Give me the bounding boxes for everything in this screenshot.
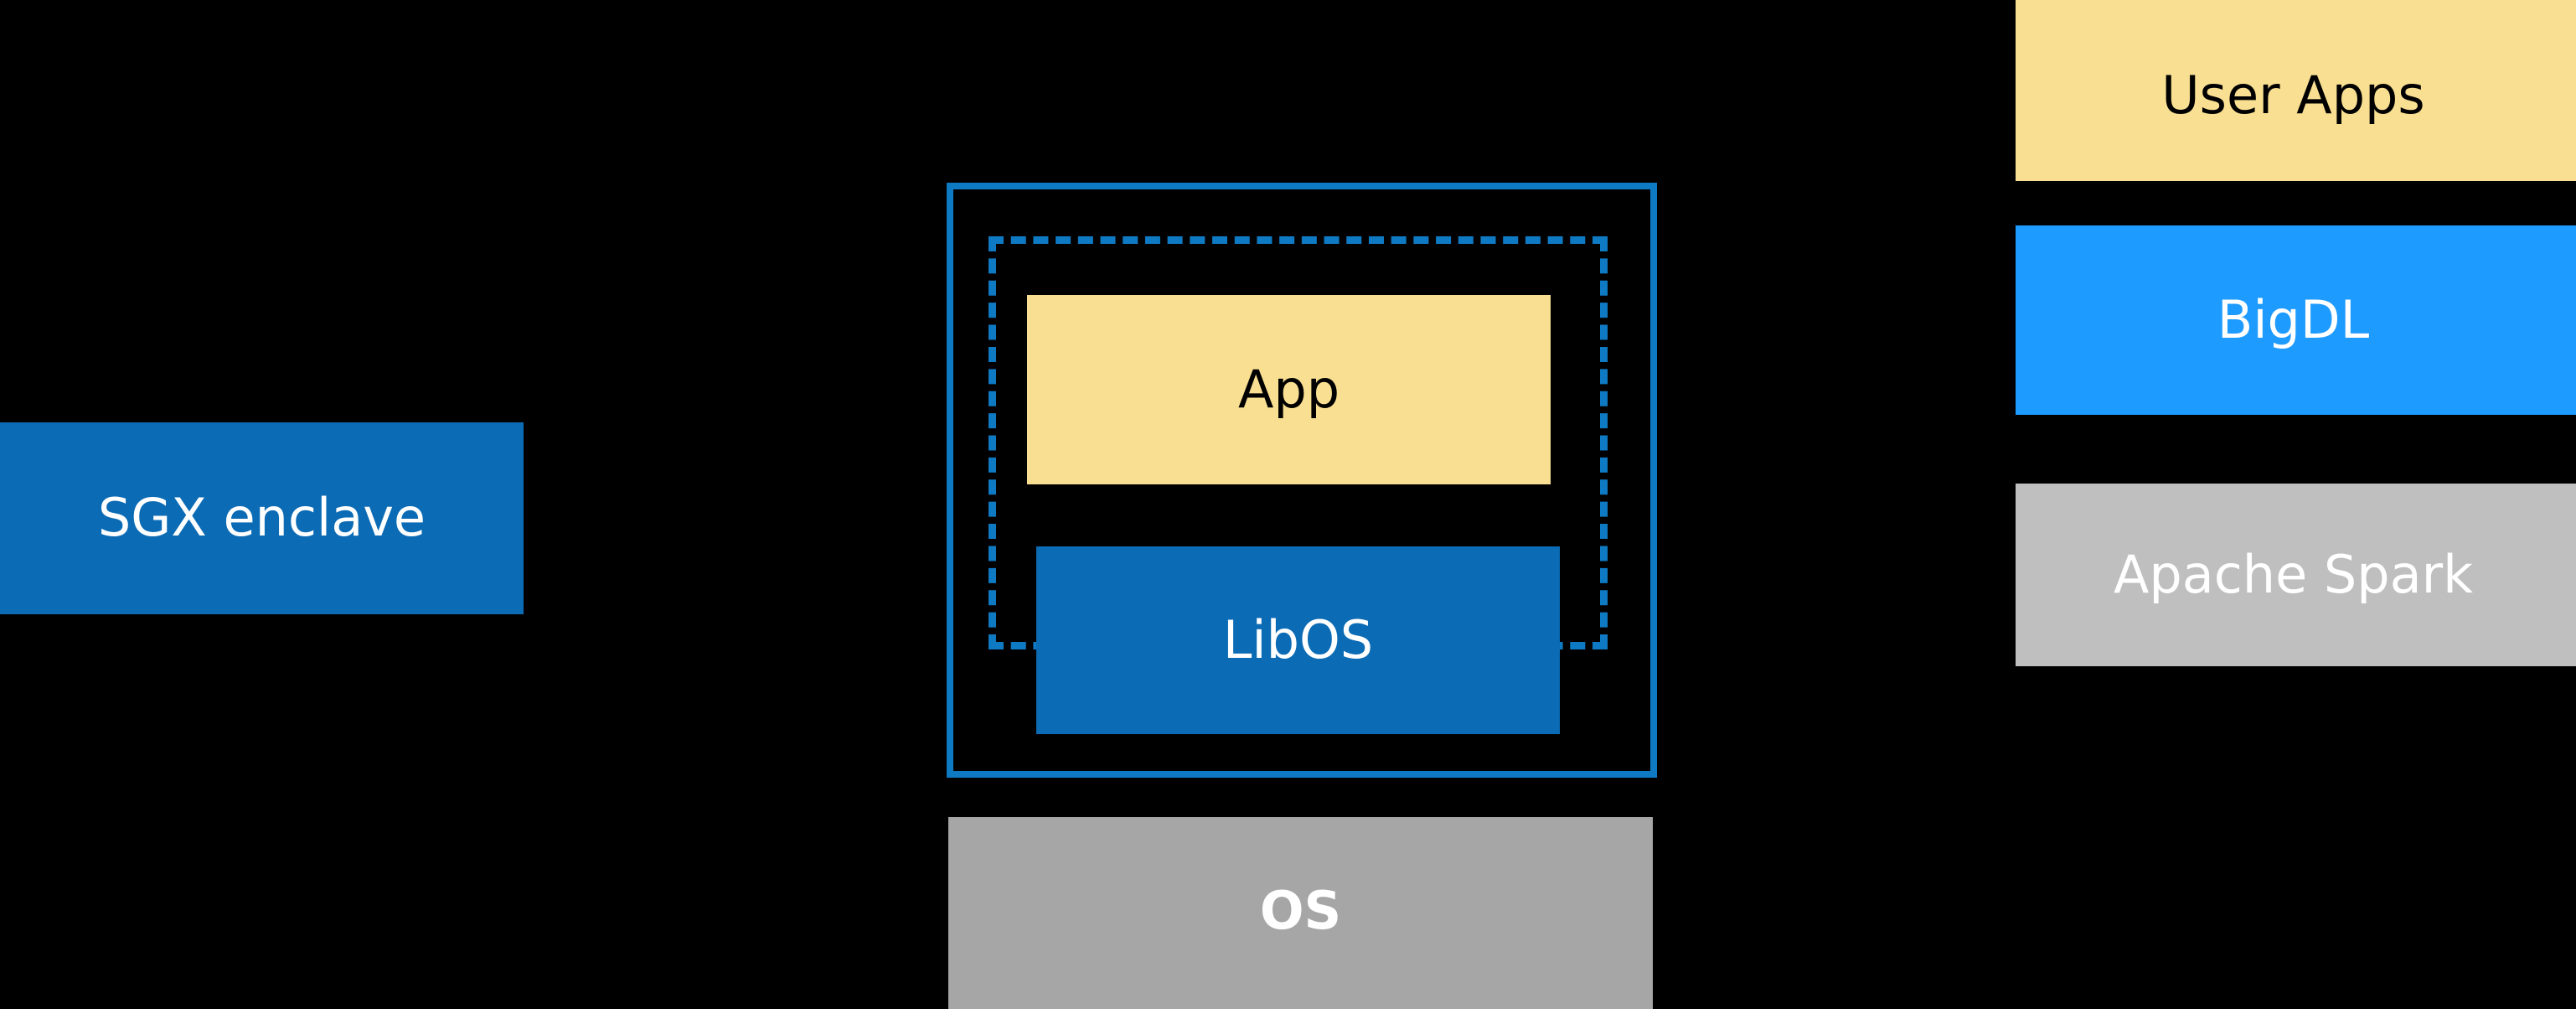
- sgx-enclave-label: SGX enclave: [97, 487, 426, 549]
- libos-label: LibOS: [1222, 608, 1374, 670]
- stack-item-user-apps: User Apps: [2016, 0, 2576, 181]
- app-label: App: [1237, 358, 1340, 420]
- sgx-leader-line: [525, 470, 947, 519]
- os-label: OS: [1259, 880, 1342, 941]
- app-box: App: [1027, 295, 1551, 484]
- os-box: OS: [948, 817, 1653, 1009]
- stack-item-apache-spark: Apache Spark: [2016, 484, 2576, 666]
- apache-spark-label: Apache Spark: [2113, 543, 2474, 605]
- user-apps-label: User Apps: [2161, 64, 2425, 126]
- sgx-enclave-callout: SGX enclave: [0, 422, 524, 614]
- enclave-outer-boundary: [947, 183, 1657, 778]
- bigdl-label: BigDL: [2217, 288, 2370, 350]
- libos-box: LibOS: [1036, 546, 1560, 734]
- stack-item-bigdl: BigDL: [2016, 225, 2576, 415]
